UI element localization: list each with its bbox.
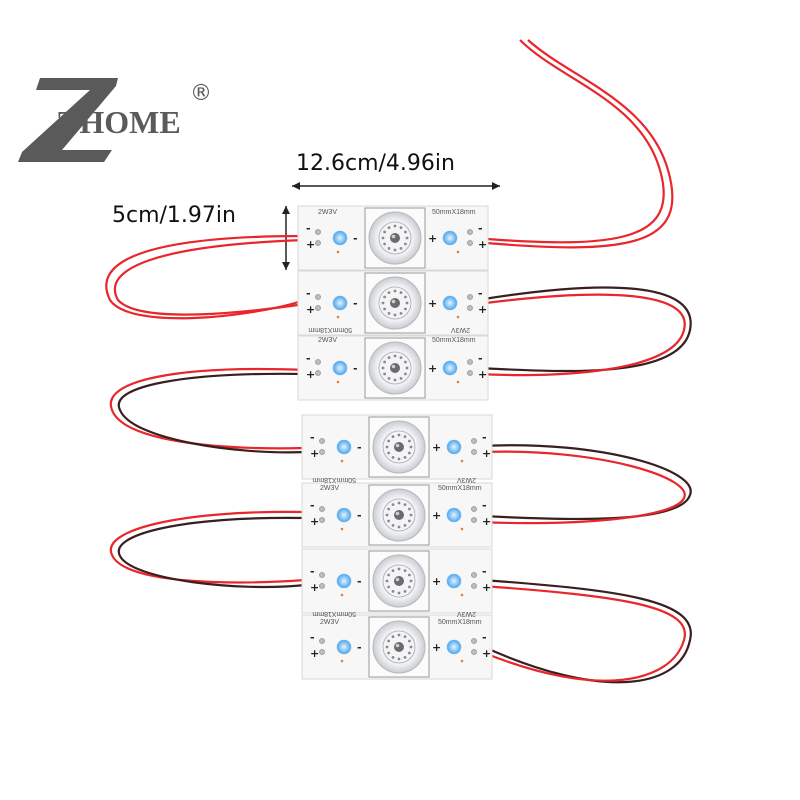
led-module [297,270,489,336]
module-size-label: 50mmX18mm [432,337,476,344]
width-label: 12.6cm/4.96in [296,151,455,176]
led-strip-group-1: 2W3V 50mmX18mm 2W3V 50mmX18mm 50mmX18mm … [297,205,489,401]
led-module [301,548,493,614]
height-dimension: 5cm/1.97in [112,203,290,270]
module-size-label: 50mmX18mm [308,326,352,333]
module-power-label: 2W3V [318,209,337,216]
registered-mark: ® [190,81,212,106]
module-size-label: 50mmX18mm [438,485,482,492]
module-size-label: 50mmX18mm [432,209,476,216]
brand-logo: THOME ® [18,78,212,162]
module-power-label: 2W3V [457,476,476,483]
module-power-label: 2W3V [320,485,339,492]
module-power-label: 2W3V [451,326,470,333]
width-dimension: 12.6cm/4.96in [292,151,500,190]
module-size-label: 50mmX18mm [312,610,356,617]
led-module [301,414,493,480]
module-power-label: 2W3V [318,337,337,344]
wires [105,39,692,684]
led-module [301,482,493,548]
module-power-label: 2W3V [457,610,476,617]
led-module [297,335,489,401]
led-strip-group-2: 50mmX18mm 2W3V 2W3V 50mmX18mm 50mmX18mm … [301,414,493,680]
module-power-label: 2W3V [320,619,339,626]
module-size-label: 50mmX18mm [438,619,482,626]
module-size-label: 50mmX18mm [312,476,356,483]
brand-name: THOME [58,104,181,140]
height-label: 5cm/1.97in [112,203,236,228]
